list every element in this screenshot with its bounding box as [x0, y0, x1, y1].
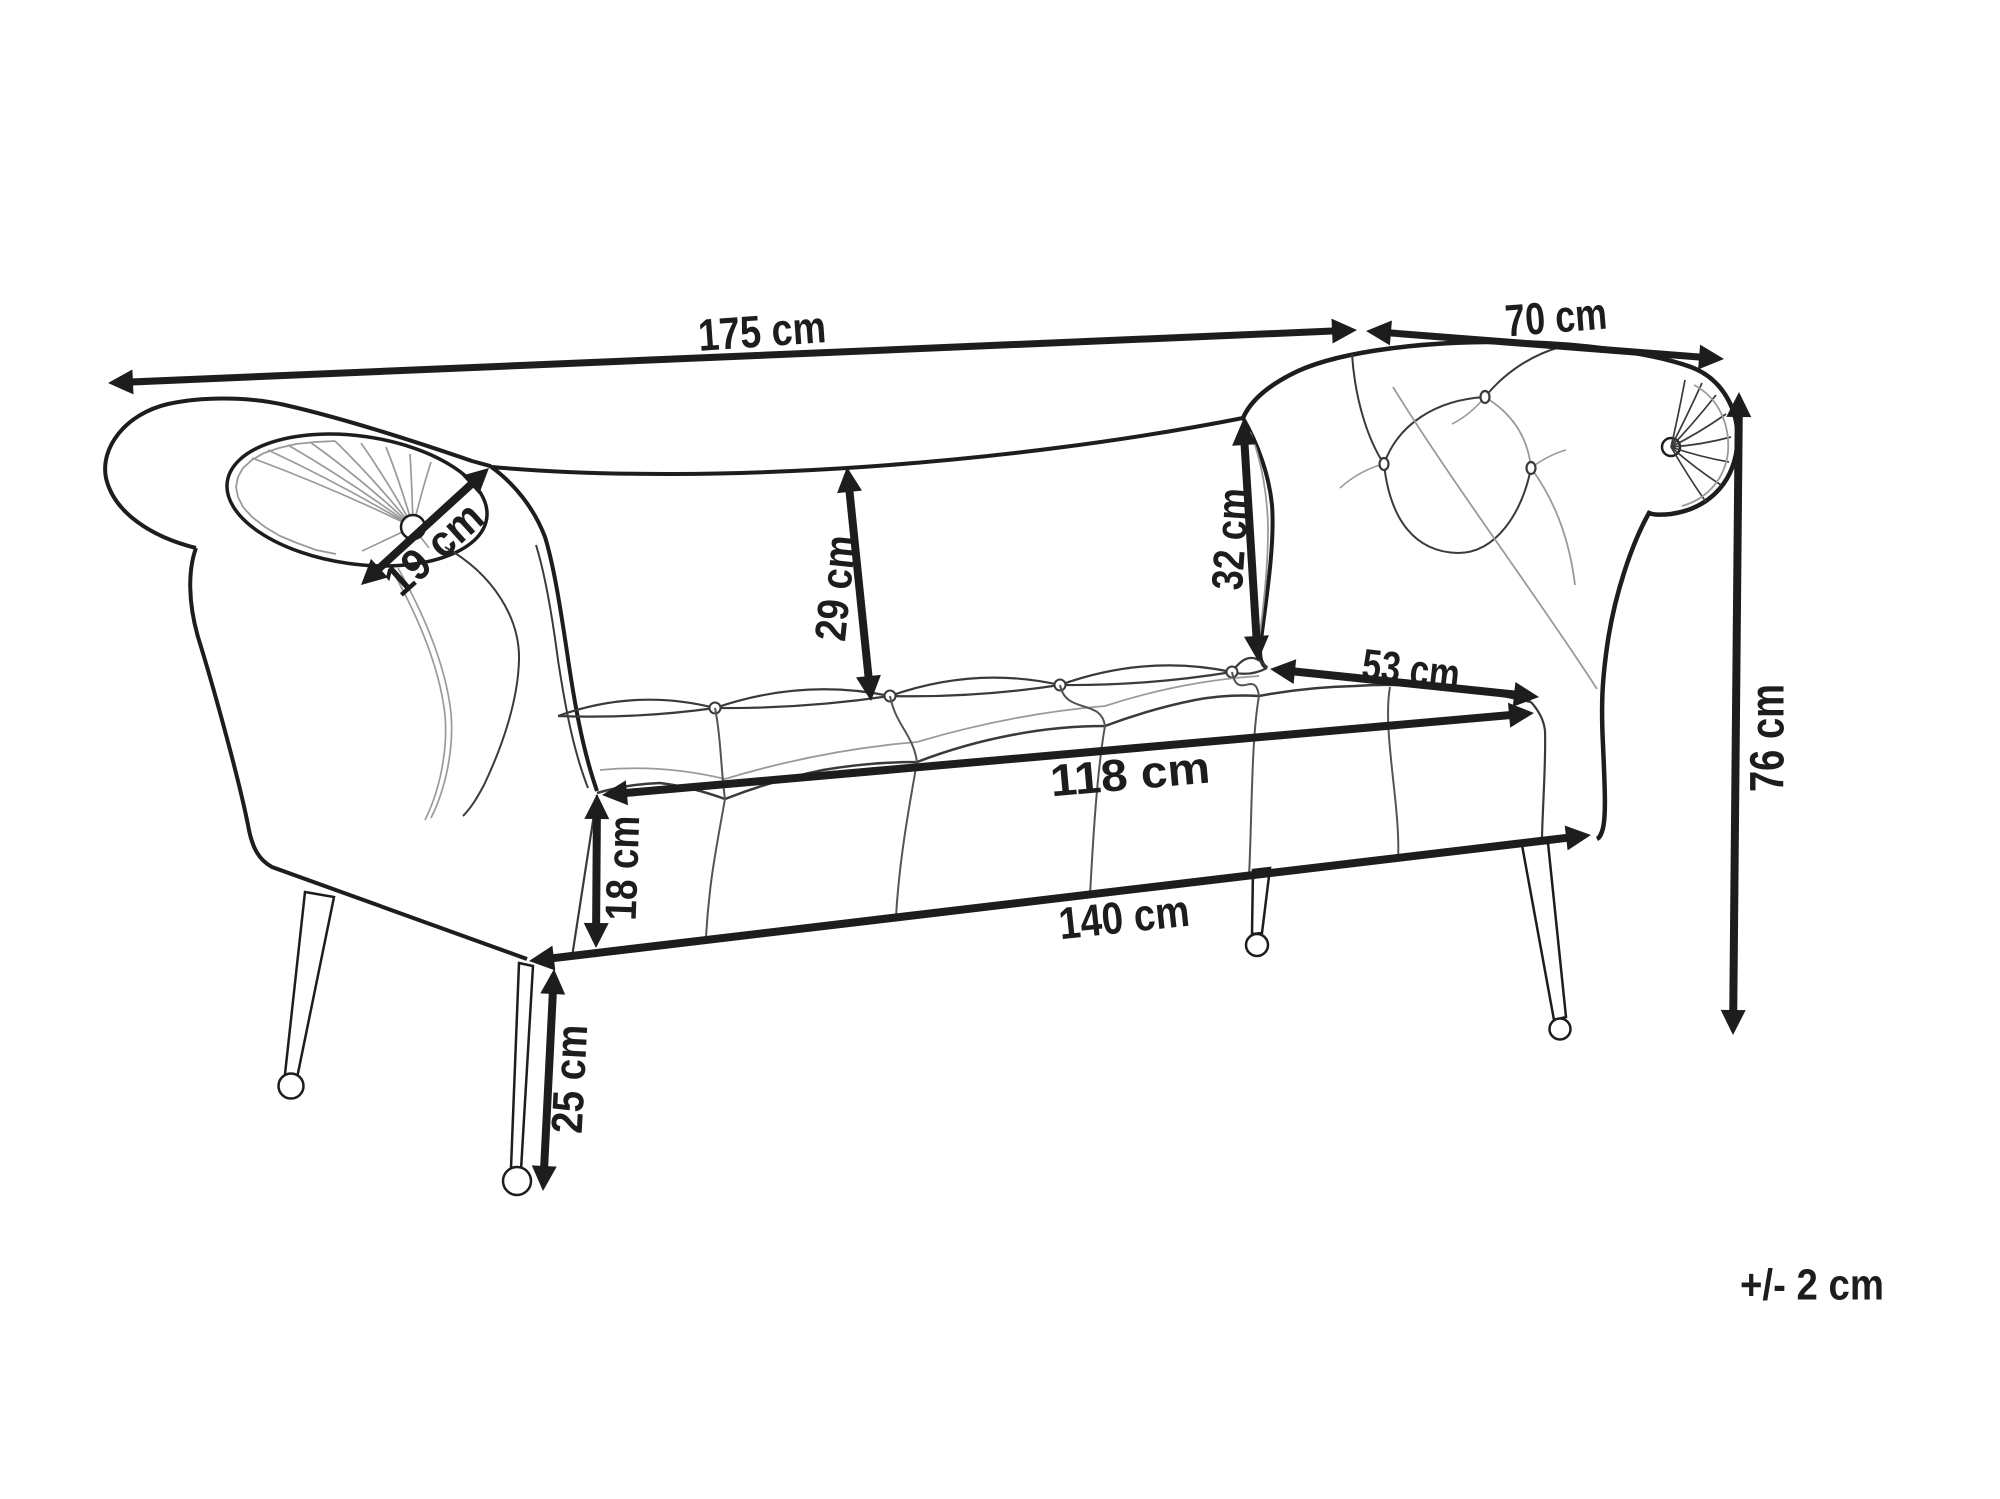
- svg-text:18 cm: 18 cm: [597, 815, 650, 922]
- svg-text:76 cm: 76 cm: [1742, 684, 1795, 792]
- svg-text:70 cm: 70 cm: [1503, 288, 1609, 347]
- svg-text:53 cm: 53 cm: [1360, 640, 1463, 700]
- svg-text:32 cm: 32 cm: [1203, 486, 1259, 591]
- svg-text:29 cm: 29 cm: [806, 533, 866, 644]
- svg-text:+/- 2 cm: +/- 2 cm: [1740, 1261, 1884, 1310]
- svg-text:25 cm: 25 cm: [543, 1023, 598, 1134]
- svg-text:175 cm: 175 cm: [696, 301, 827, 361]
